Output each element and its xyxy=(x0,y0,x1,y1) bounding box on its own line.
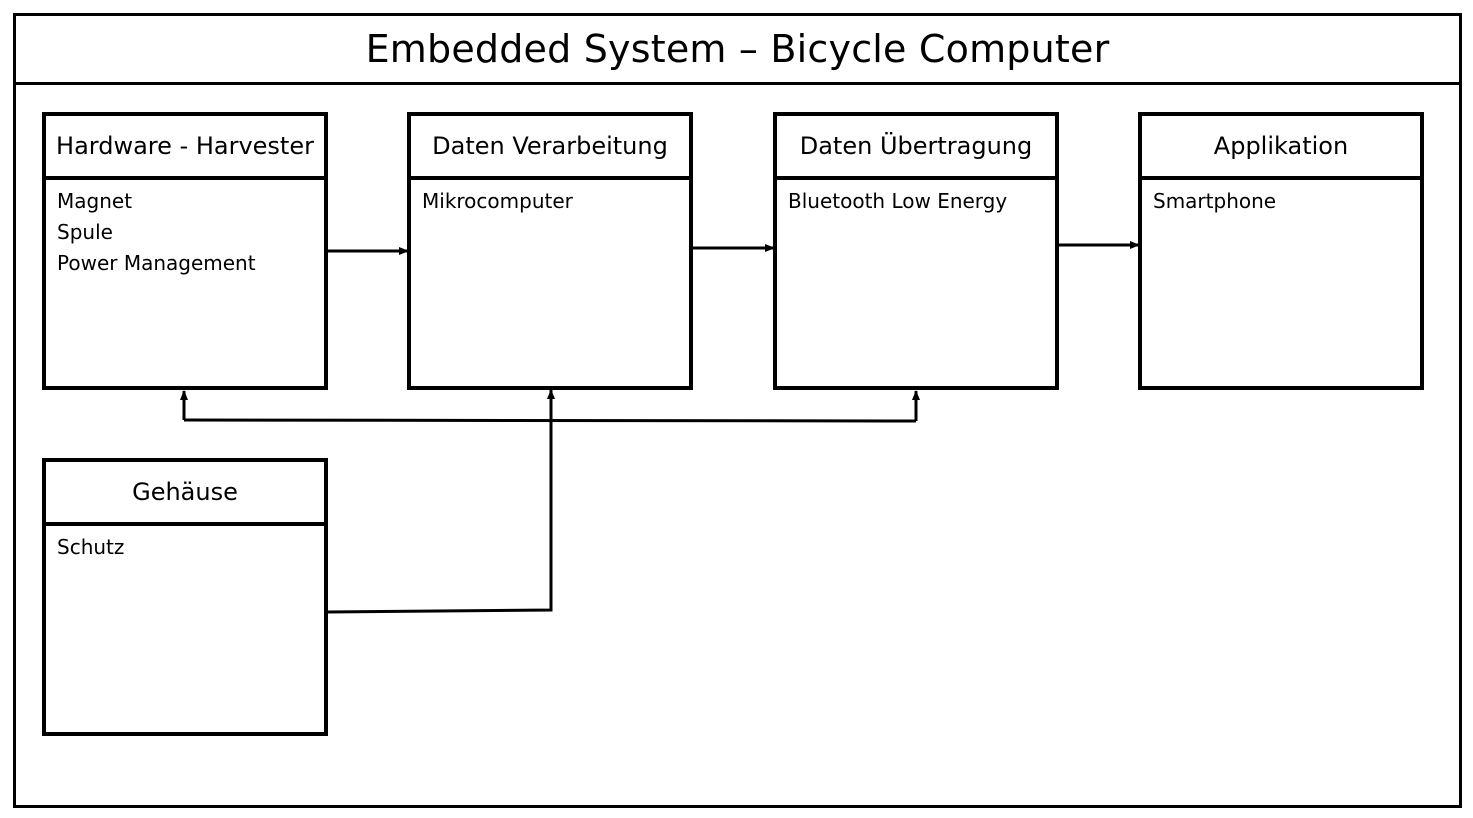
diagram-frame: Embedded System – Bicycle Computer xyxy=(13,13,1462,808)
block-item-schutz: Schutz xyxy=(57,535,125,559)
block-item-power-management: Power Management xyxy=(57,251,256,275)
block-item-spule: Spule xyxy=(57,220,113,244)
block-body-daten-verarbeitung: Mikrocomputer xyxy=(411,180,689,217)
block-body-gehaeuse: Schutz xyxy=(46,526,324,563)
diagram-title: Embedded System – Bicycle Computer xyxy=(16,16,1459,85)
block-body-hardware-harvester: Magnet Spule Power Management xyxy=(46,180,324,279)
block-header-daten-uebertragung: Daten Übertragung xyxy=(777,116,1055,180)
block-hardware-harvester: Hardware - Harvester Magnet Spule Power … xyxy=(42,112,328,390)
block-item-smartphone: Smartphone xyxy=(1153,189,1277,213)
block-header-gehaeuse: Gehäuse xyxy=(46,462,324,526)
block-header-daten-verarbeitung: Daten Verarbeitung xyxy=(411,116,689,180)
block-body-daten-uebertragung: Bluetooth Low Energy xyxy=(777,180,1055,217)
block-header-applikation: Applikation xyxy=(1142,116,1420,180)
block-item-mikrocomputer: Mikrocomputer xyxy=(422,189,573,213)
block-daten-verarbeitung: Daten Verarbeitung Mikrocomputer xyxy=(407,112,693,390)
block-body-applikation: Smartphone xyxy=(1142,180,1420,217)
block-item-magnet: Magnet xyxy=(57,189,133,213)
block-applikation: Applikation Smartphone xyxy=(1138,112,1424,390)
block-item-bluetooth-low-energy: Bluetooth Low Energy xyxy=(788,189,1008,213)
block-daten-uebertragung: Daten Übertragung Bluetooth Low Energy xyxy=(773,112,1059,390)
block-gehaeuse: Gehäuse Schutz xyxy=(42,458,328,736)
block-header-hardware-harvester: Hardware - Harvester xyxy=(46,116,324,180)
